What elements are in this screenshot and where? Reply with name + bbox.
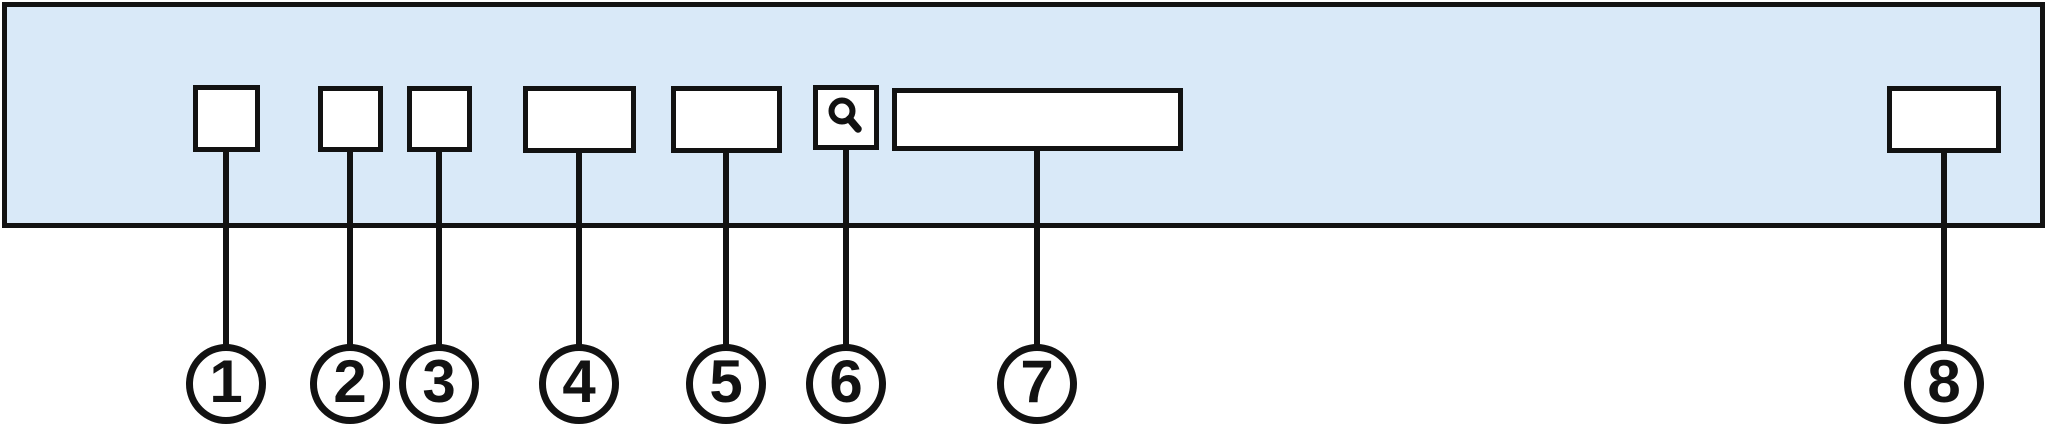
callout-circle-7: 7 [997, 344, 1077, 424]
toolbar-input-box-7 [892, 88, 1183, 151]
callout-circle-6: 6 [806, 344, 886, 424]
leader-line-8 [1941, 148, 1947, 348]
magnifier-icon [827, 97, 865, 139]
callout-circle-5: 5 [686, 344, 766, 424]
toolbar-box-8 [1887, 86, 2001, 153]
leader-line-5 [723, 148, 729, 348]
leader-line-2 [347, 148, 353, 348]
toolbar-box-3 [407, 86, 472, 152]
leader-line-6 [843, 148, 849, 348]
callout-circle-8: 8 [1904, 344, 1984, 424]
toolbar-search-box [813, 85, 879, 150]
leader-line-4 [576, 148, 582, 348]
callout-circle-4: 4 [539, 344, 619, 424]
toolbar-box-1 [193, 85, 260, 152]
toolbar-box-5 [671, 86, 782, 153]
leader-line-1 [223, 148, 229, 348]
callout-circle-2: 2 [310, 344, 390, 424]
callout-circle-3: 3 [399, 344, 479, 424]
toolbar-box-4 [523, 86, 636, 153]
callout-circle-1: 1 [186, 344, 266, 424]
leader-line-3 [436, 148, 442, 348]
leader-line-7 [1034, 148, 1040, 348]
toolbar-box-2 [318, 86, 383, 152]
